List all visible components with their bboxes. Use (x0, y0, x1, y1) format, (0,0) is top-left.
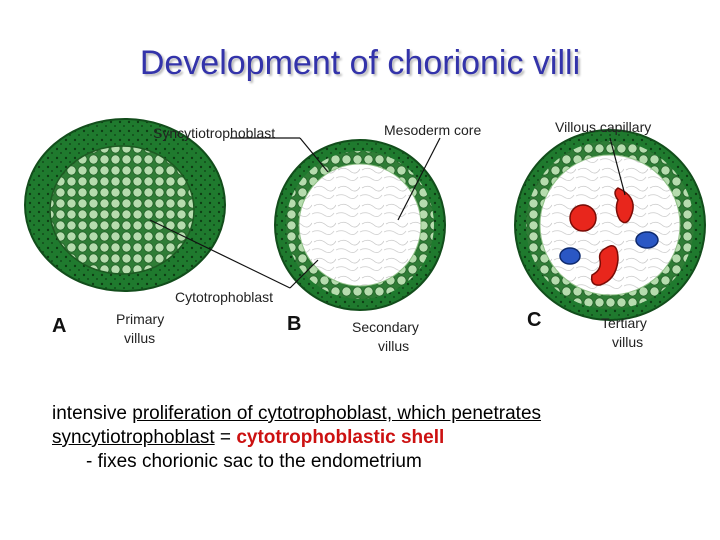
panel-name-c-line2: villus (612, 334, 643, 350)
panel-name-c-line1: Tertiary (601, 315, 647, 331)
capillary-artery-curved (590, 245, 619, 286)
label-villous-capillary: Villous capillary (555, 119, 651, 135)
description-text: intensive proliferation of cytotrophobla… (52, 402, 692, 474)
panel-name-a-line2: villus (124, 330, 155, 346)
label-syncytiotrophoblast: Syncytiotrophoblast (153, 125, 275, 141)
slide-title: Development of chorionic villi (139, 44, 581, 82)
capillary-vein (635, 231, 659, 249)
panel-letter-a: A (52, 315, 66, 337)
tertiary-villus (514, 129, 706, 321)
panel-letter-c: C (527, 309, 541, 331)
panel-name-b-line1: Secondary (352, 319, 419, 335)
panel-letter-b: B (287, 313, 301, 335)
description-line-1: intensive proliferation of cytotrophobla… (52, 402, 692, 426)
description-line-2: syncytiotrophoblast = cytotrophoblastic … (52, 426, 692, 450)
capillary-artery (569, 204, 597, 232)
description-line-3: - fixes chorionic sac to the endometrium (86, 451, 422, 472)
panel-name-a-line1: Primary (116, 311, 164, 327)
text-cytotrophoblastic-shell: cytotrophoblastic shell (236, 427, 445, 448)
panel-name-b-line2: villus (378, 338, 409, 354)
label-mesoderm-core: Mesoderm core (384, 122, 481, 138)
capillary-artery-elongated (614, 187, 634, 224)
chorionic-villi-diagram: Syncytiotrophoblast Mesoderm core Villou… (24, 118, 706, 354)
capillary-vein (559, 247, 581, 265)
text-proliferation: proliferation of cytotrophoblast, which … (132, 403, 542, 424)
text-intensive: intensive (52, 403, 133, 424)
text-syncytiotrophoblast: syncytiotrophoblast (52, 427, 215, 448)
text-equals: = (214, 427, 237, 448)
label-cytotrophoblast: Cytotrophoblast (175, 289, 273, 305)
primary-villus (24, 118, 226, 292)
secondary-villus (274, 139, 446, 311)
